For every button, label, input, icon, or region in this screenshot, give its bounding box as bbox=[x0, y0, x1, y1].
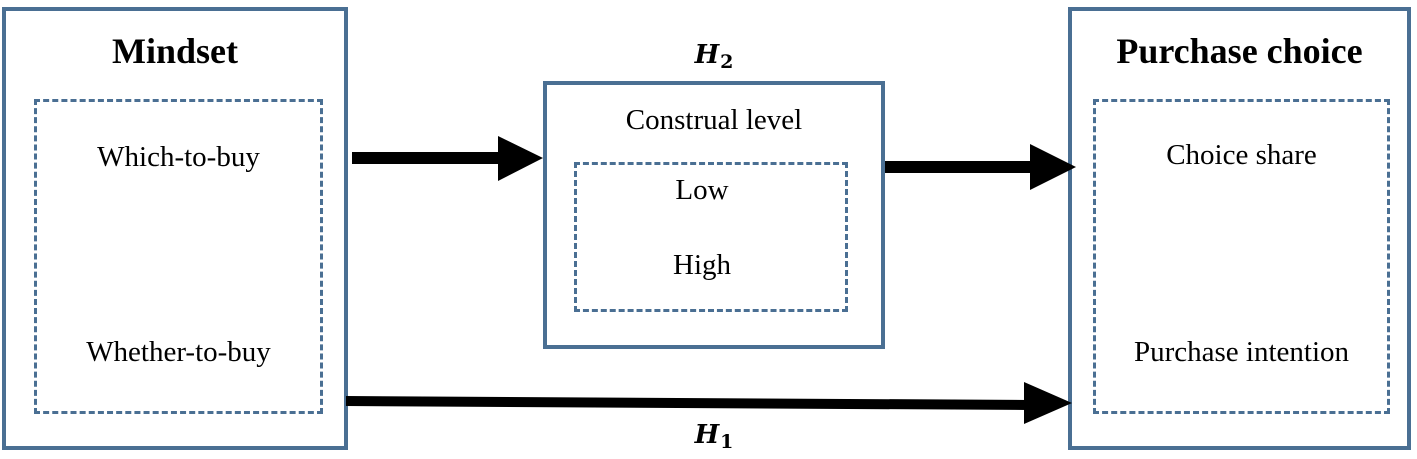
hypothesis-h1-subscript: 1 bbox=[720, 431, 734, 453]
purchase-choice-box bbox=[1068, 7, 1411, 450]
construal-level-high: High bbox=[673, 249, 731, 281]
arrow-construal-to-purchase bbox=[885, 144, 1076, 190]
hypothesis-h1-label: H1 bbox=[543, 420, 885, 453]
hypothesis-h2-letter: H bbox=[694, 40, 720, 70]
mindset-box bbox=[2, 7, 348, 450]
construal-level-title: Construal level bbox=[625, 104, 803, 136]
purchase-choice-options-box bbox=[1093, 99, 1390, 414]
mindset-option-whether-to-buy: Whether-to-buy bbox=[86, 336, 271, 368]
mindset-title: Mindset bbox=[112, 31, 238, 71]
arrow-mindset-to-construal bbox=[352, 136, 543, 181]
construal-level-options-box bbox=[574, 162, 848, 312]
construal-level-box bbox=[543, 81, 885, 349]
mindset-option-which-to-buy: Which-to-buy bbox=[97, 141, 260, 173]
hypothesis-h1-letter: H bbox=[694, 420, 720, 450]
hypothesis-h2-label: H2 bbox=[543, 40, 885, 73]
purchase-choice-purchase-intention: Purchase intention bbox=[1133, 336, 1350, 368]
purchase-choice-choice-share: Choice share bbox=[1166, 139, 1317, 171]
mindset-options-box bbox=[34, 99, 323, 414]
purchase-choice-title: Purchase choice bbox=[1116, 31, 1363, 71]
arrow-mindset-to-purchase bbox=[346, 382, 1072, 424]
construal-level-low: Low bbox=[675, 174, 729, 206]
hypothesis-h2-subscript: 2 bbox=[720, 51, 734, 73]
